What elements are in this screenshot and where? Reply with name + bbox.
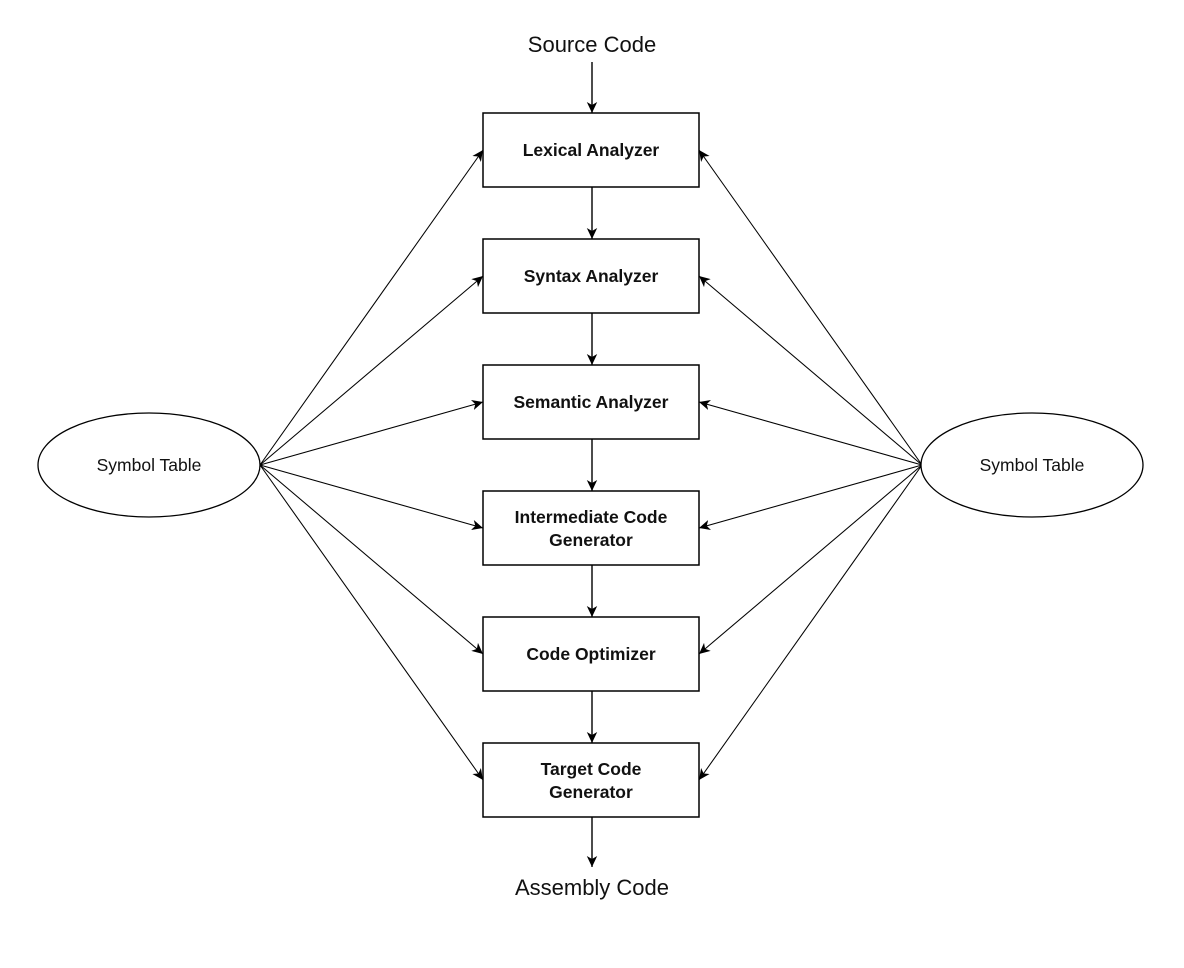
stage-label: Lexical Analyzer <box>523 140 660 160</box>
symbol-table-ellipse <box>920 412 1144 518</box>
symbol-table-left: Symbol Table <box>37 412 261 518</box>
arrow-right-symbol-table-to-target <box>698 464 923 781</box>
stage-label-line-1: Intermediate Code <box>515 507 668 527</box>
symbol-table-ellipse <box>37 412 261 518</box>
stage-box <box>482 742 700 818</box>
arrow-right-symbol-table-to-semantic <box>698 399 923 466</box>
arrow-right-symbol-table-to-optimizer <box>698 464 923 655</box>
arrow-right-symbol-table-to-intermediate <box>698 464 923 531</box>
stage-label-line-1: Target Code <box>541 759 642 779</box>
assembly-code-label: Assembly Code <box>515 875 669 900</box>
stage-label: Syntax Analyzer <box>524 266 659 286</box>
arrow-left-symbol-table-to-syntax <box>259 275 484 466</box>
stage-target-code-generator: Target Code Generator <box>482 742 700 818</box>
arrow-left-symbol-table-to-target <box>259 464 484 781</box>
stage-box <box>482 364 700 440</box>
arrow-left-symbol-table-to-intermediate <box>259 464 484 531</box>
symbol-table-label: Symbol Table <box>97 455 202 475</box>
stage-box <box>482 616 700 692</box>
stage-label-line-2: Generator <box>549 782 633 802</box>
stage-semantic-analyzer: Semantic Analyzer <box>482 364 700 440</box>
stage-box <box>482 238 700 314</box>
stage-code-optimizer: Code Optimizer <box>482 616 700 692</box>
symbol-table-arrows <box>259 149 923 781</box>
source-code-label: Source Code <box>528 32 656 57</box>
stage-label-line-2: Generator <box>549 530 633 550</box>
arrow-right-symbol-table-to-lexical <box>698 149 923 466</box>
arrow-left-symbol-table-to-lexical <box>259 149 484 466</box>
symbol-table-right: Symbol Table <box>920 412 1144 518</box>
symbol-table-label: Symbol Table <box>980 455 1085 475</box>
stage-box <box>482 112 700 188</box>
arrow-left-symbol-table-to-optimizer <box>259 464 484 655</box>
arrow-left-symbol-table-to-semantic <box>259 399 484 466</box>
stage-intermediate-code-generator: Intermediate Code Generator <box>482 490 700 566</box>
arrow-right-symbol-table-to-syntax <box>698 275 923 466</box>
stage-label: Code Optimizer <box>526 644 656 664</box>
stage-syntax-analyzer: Syntax Analyzer <box>482 238 700 314</box>
stage-lexical-analyzer: Lexical Analyzer <box>482 112 700 188</box>
stage-box <box>482 490 700 566</box>
stage-label: Semantic Analyzer <box>514 392 669 412</box>
